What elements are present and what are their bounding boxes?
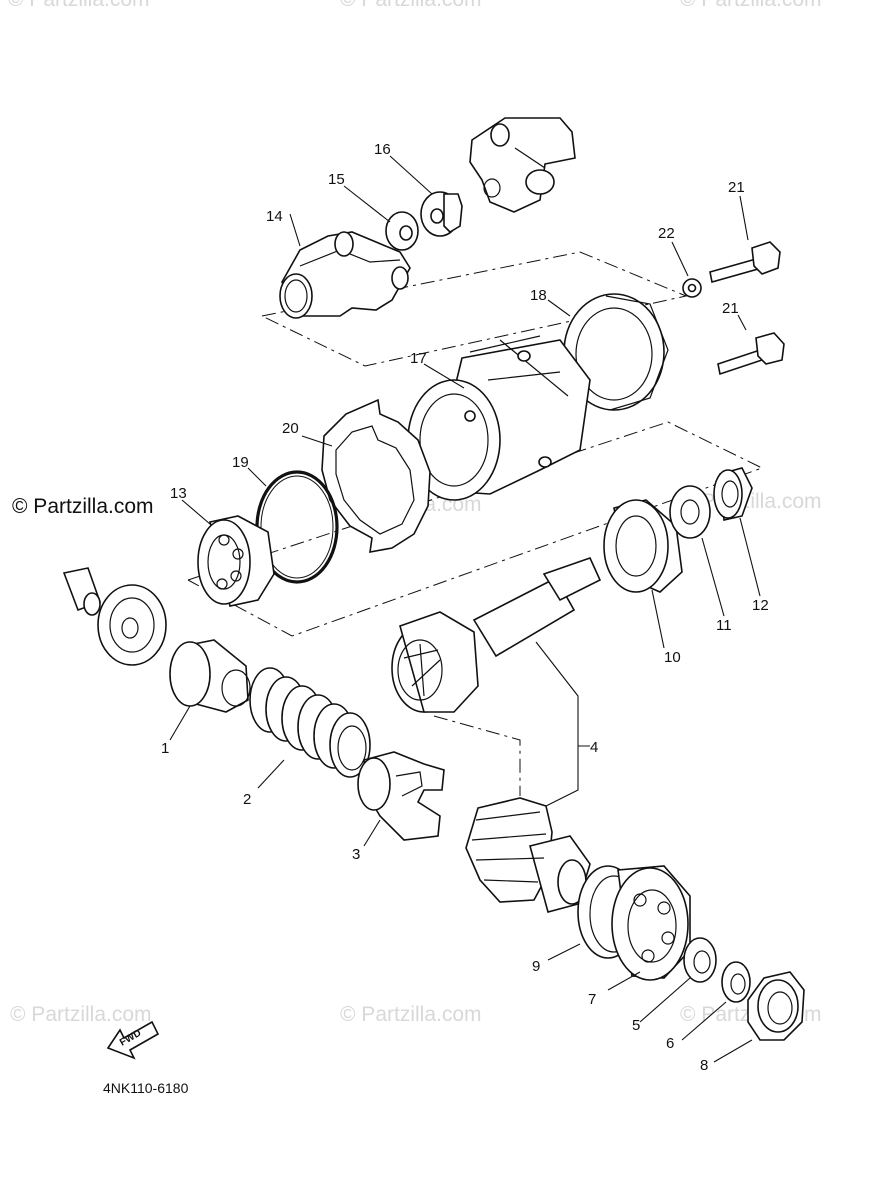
callouts: 1 2 3 4 5 6 7 8 9 10 11 12 13 14 15 16 1… bbox=[161, 141, 769, 1074]
callout-8: 8 bbox=[700, 1057, 708, 1074]
part-bearing-10[interactable] bbox=[603, 499, 683, 593]
callout-5: 5 bbox=[632, 1017, 640, 1034]
callout-22: 22 bbox=[658, 225, 675, 242]
part-flange-nut-16[interactable] bbox=[420, 191, 463, 237]
part-bearing-7[interactable] bbox=[611, 865, 691, 981]
part-sleeve-1[interactable] bbox=[169, 639, 251, 713]
part-lock-washer-6[interactable] bbox=[721, 961, 751, 1003]
callout-7: 7 bbox=[588, 991, 596, 1008]
diagram-code: 4NK110-6180 bbox=[103, 1080, 189, 1096]
part-spacer-11[interactable] bbox=[669, 485, 711, 539]
part-washer-15[interactable] bbox=[385, 211, 419, 251]
callout-3: 3 bbox=[352, 846, 360, 863]
part-bearing-housing-17[interactable] bbox=[407, 335, 591, 501]
callout-13: 13 bbox=[170, 485, 187, 502]
spring-coil bbox=[329, 712, 371, 778]
callout-20: 20 bbox=[282, 420, 299, 437]
callout-9: 9 bbox=[532, 958, 540, 975]
part-bearing-13[interactable] bbox=[197, 515, 275, 607]
watermark-top-2: © Partzilla.com bbox=[340, 0, 482, 12]
part-cam-follower-3[interactable] bbox=[357, 751, 445, 841]
callout-21-upper: 21 bbox=[728, 179, 745, 196]
part-washer-5[interactable] bbox=[683, 937, 717, 983]
callout-11: 11 bbox=[716, 617, 732, 634]
fwd-arrow-icon: FWD bbox=[106, 1020, 160, 1060]
callout-21-lower: 21 bbox=[722, 300, 739, 317]
callout-18: 18 bbox=[530, 287, 547, 304]
part-spring-2[interactable] bbox=[249, 667, 371, 778]
part-universal-joint[interactable] bbox=[469, 117, 576, 213]
callout-10: 10 bbox=[664, 649, 681, 666]
part-shim-plate-20[interactable] bbox=[321, 398, 431, 553]
watermark-bottom-1: © Partzilla.com bbox=[10, 1003, 152, 1026]
watermark-top-1: © Partzilla.com bbox=[8, 0, 150, 12]
part-nut-8[interactable] bbox=[747, 971, 805, 1041]
watermark-bottom-2: © Partzilla.com bbox=[340, 1003, 482, 1026]
part-bolt-21-upper[interactable] bbox=[709, 241, 781, 284]
spring-end bbox=[337, 725, 367, 771]
callout-2: 2 bbox=[243, 791, 251, 808]
part-yoke[interactable] bbox=[279, 231, 411, 319]
leader-lines bbox=[169, 155, 761, 1063]
callout-15: 15 bbox=[328, 171, 345, 188]
part-washer-22[interactable] bbox=[682, 278, 702, 298]
callout-14: 14 bbox=[266, 208, 283, 225]
part-oil-seal-12[interactable] bbox=[713, 467, 753, 521]
callout-19: 19 bbox=[232, 454, 249, 471]
callout-6: 6 bbox=[666, 1035, 674, 1052]
part-ring-gear-4[interactable] bbox=[465, 797, 591, 913]
watermark-copyright: © Partzilla.com bbox=[12, 495, 154, 518]
callout-12: 12 bbox=[752, 597, 769, 614]
part-shaft-stub[interactable] bbox=[62, 567, 102, 616]
callout-4: 4 bbox=[590, 739, 598, 756]
assembly-outline-upper bbox=[261, 251, 688, 367]
part-pinion-gear-shaft-4[interactable] bbox=[391, 557, 602, 713]
watermark-top-3: © Partzilla.com bbox=[680, 0, 822, 12]
callout-16: 16 bbox=[374, 141, 391, 158]
callout-1: 1 bbox=[161, 740, 169, 757]
part-bearing-left[interactable] bbox=[97, 584, 167, 666]
callout-17: 17 bbox=[410, 350, 427, 367]
part-bolt-21-lower[interactable] bbox=[717, 332, 785, 376]
gear-pair-reference bbox=[433, 715, 521, 796]
